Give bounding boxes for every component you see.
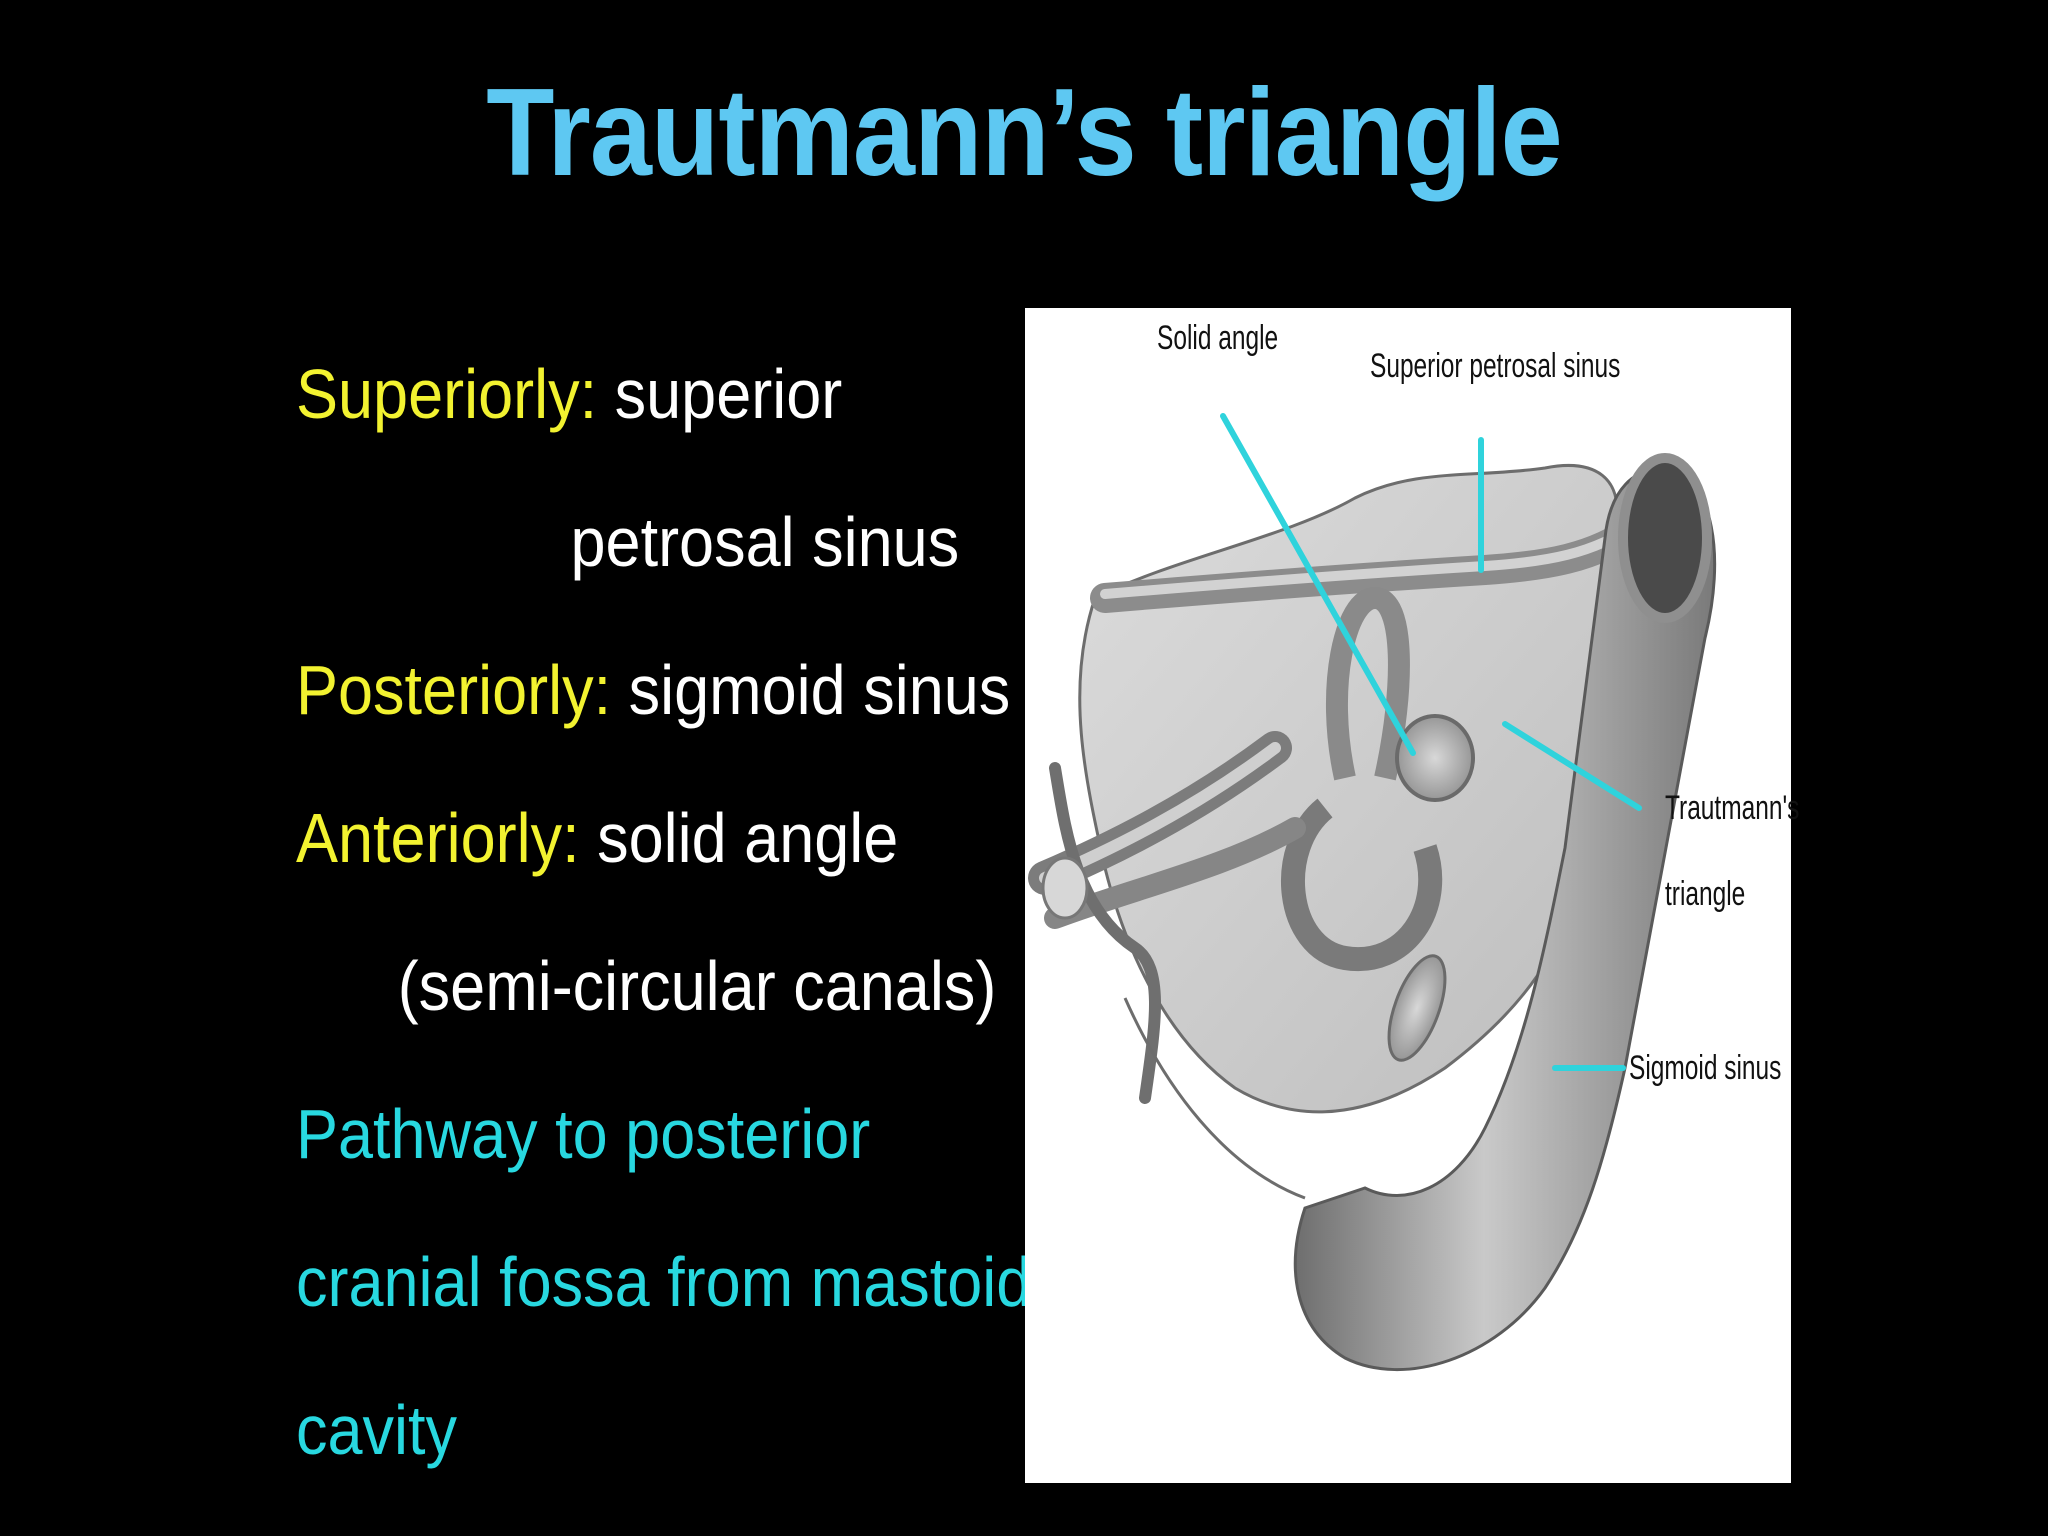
solid-angle-leader: [1220, 413, 1416, 756]
bullet-anteriorly: Anteriorly: solid angle: [296, 764, 944, 912]
bullet-superiorly-continued: petrosal sinus: [296, 468, 960, 616]
bullet-text: superior: [614, 355, 843, 433]
bullet-list: Superiorly: superior petrosal sinus Post…: [296, 320, 1032, 1504]
anatomy-illustration: Solid angle Superior petrosal sinus Trau…: [1025, 308, 1799, 1483]
bullet-term: Anteriorly:: [296, 799, 580, 877]
bullet-text: solid angle: [597, 799, 899, 877]
bullet-superiorly: Superiorly: superior: [296, 320, 944, 468]
semicircular-canal-lateral: [1395, 714, 1475, 802]
slide-title: Trautmann’s triangle: [486, 64, 1562, 202]
bullet-text: petrosal sinus: [570, 503, 960, 581]
label-trautmanns-triangle-line-1: Trautmann's: [1665, 789, 1800, 827]
bullet-anteriorly-continued: (semi-circular canals): [296, 912, 997, 1060]
semicircular-canal-posterior: [1281, 798, 1443, 972]
label-superior-petrosal-sinus: Superior petrosal sinus: [1370, 347, 1621, 385]
bullet-posteriorly: Posteriorly: sigmoid sinus: [296, 616, 1010, 764]
label-sigmoid-sinus: Sigmoid sinus: [1629, 1049, 1782, 1087]
label-solid-angle: Solid angle: [1157, 319, 1279, 357]
nerve-bundle: [1028, 731, 1306, 1104]
label-trautmanns-triangle-line-2: triangle: [1665, 875, 1746, 913]
label-leader-lines: [1220, 413, 1642, 1071]
bullet-text: sigmoid sinus: [628, 651, 1011, 729]
sigmoid-sinus-opening: [1618, 453, 1712, 623]
trautmanns-triangle-leader: [1502, 721, 1642, 811]
semicircular-canal-superior: [1325, 586, 1410, 781]
pathway-note-line-2: cranial fossa from mastoid: [296, 1243, 1032, 1321]
bullet-term: Superiorly:: [296, 355, 598, 433]
pathway-note-line-1: Pathway to posterior: [296, 1095, 871, 1173]
temporal-bone-drawing: [1028, 413, 1717, 1372]
pathway-note-line-3: cavity: [296, 1391, 458, 1469]
petrous-bone-surface: [1078, 464, 1619, 1114]
bullet-term: Posteriorly:: [296, 651, 612, 729]
bullet-text: (semi-circular canals): [397, 947, 997, 1025]
sigmoid-sinus: [1293, 466, 1717, 1372]
